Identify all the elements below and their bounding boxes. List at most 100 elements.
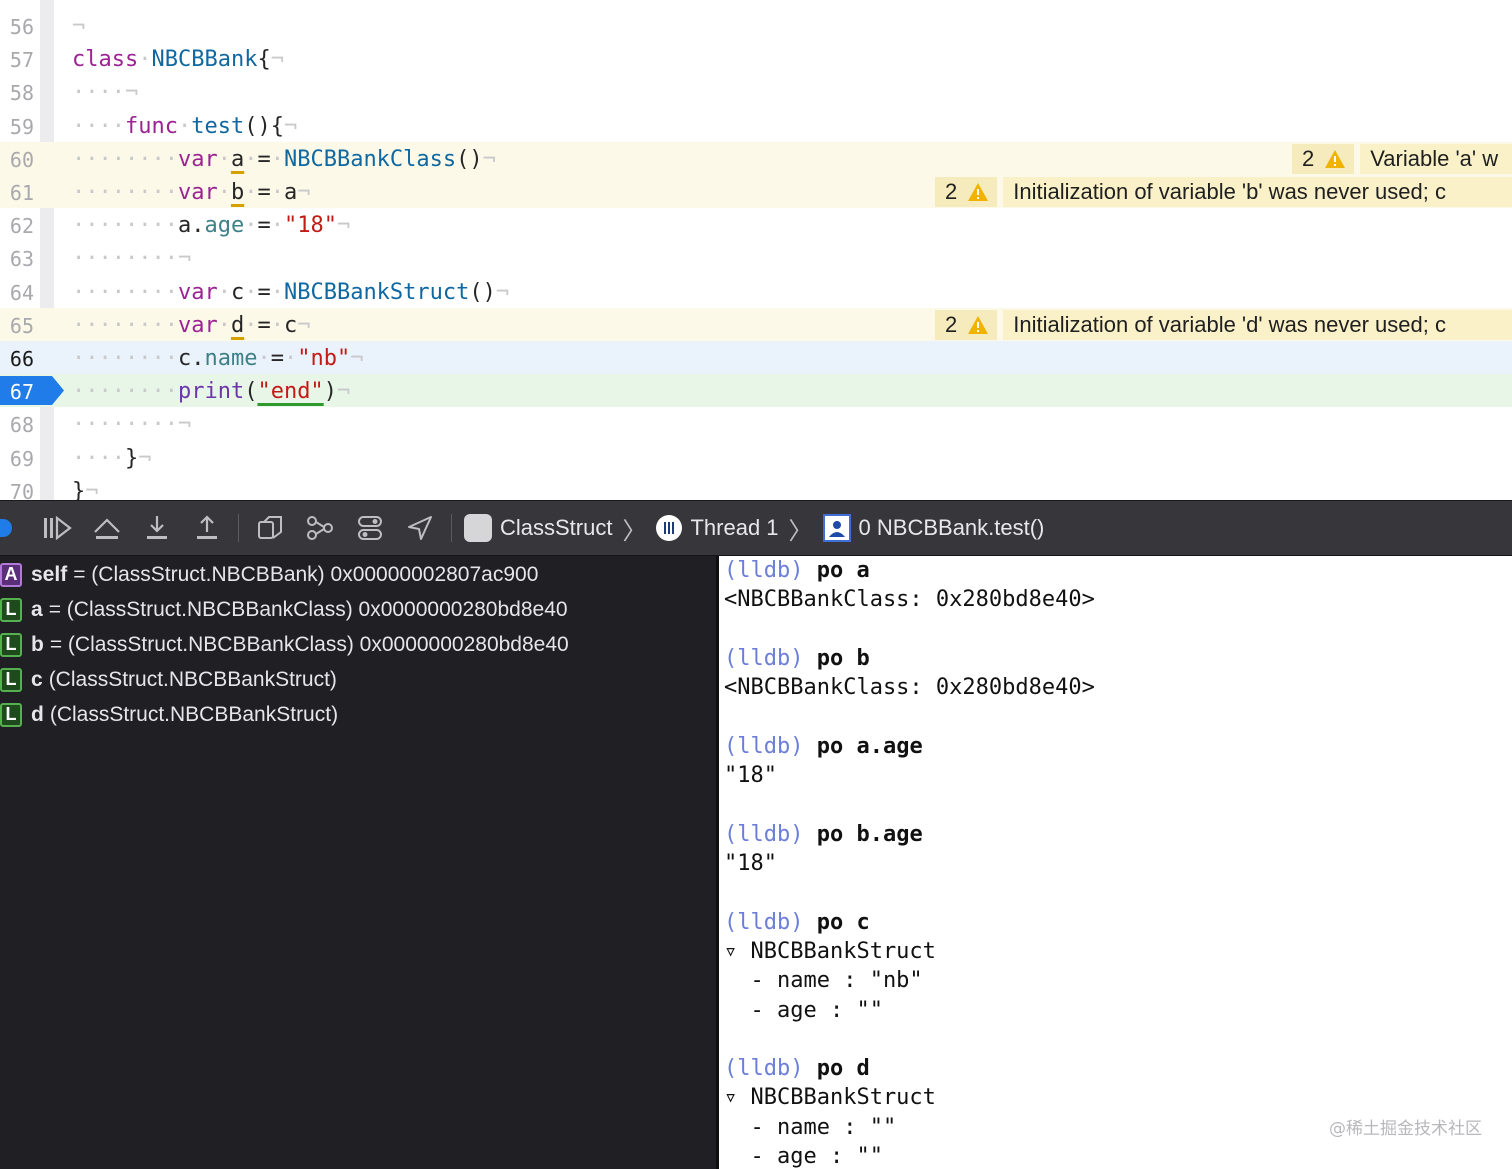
console-output-line: ▿ NBCBBankStruct	[724, 938, 936, 964]
environment-overrides-button[interactable]	[345, 508, 395, 548]
warning-triangle-icon	[968, 315, 989, 334]
warning-triangle-icon	[968, 183, 989, 201]
app-target-icon	[464, 514, 492, 542]
watermark: @稀土掘金技术社区	[1329, 1119, 1482, 1139]
console-command-line: (lldb) po b.age	[724, 822, 923, 851]
code-text[interactable]: }¬	[72, 478, 99, 500]
variable-name: a	[31, 597, 43, 621]
code-line[interactable]: 65 ········var·d·=·c¬ 2 Initialization of v…	[0, 307, 1512, 341]
code-text[interactable]: ········var·b·=·a¬	[72, 180, 311, 205]
variable-name: self	[31, 562, 68, 586]
line-number: 65	[9, 313, 34, 338]
memory-graph-button[interactable]	[295, 508, 345, 548]
lldb-console[interactable]: (lldb) po a<NBCBBankClass: 0x280bd8e40>(…	[719, 556, 1512, 1169]
code-line[interactable]: 62 ········a.age·=·"18"¬	[0, 208, 1512, 241]
instruction-pointer[interactable]: 67	[0, 376, 64, 406]
code-line[interactable]: 70 }¬	[0, 474, 1512, 500]
variable-name: d	[31, 702, 44, 726]
breadcrumb-thread[interactable]: Thread 1	[690, 515, 779, 540]
panel-splitter[interactable]	[716, 556, 719, 1169]
warning-count: 2	[945, 179, 958, 204]
code-line[interactable]: 66 ········c.name·=·"nb"¬	[0, 341, 1512, 374]
code-text[interactable]: ········print("end")¬	[72, 379, 351, 405]
warning-count-badge[interactable]: 2	[935, 309, 998, 340]
code-text[interactable]: ····}¬	[72, 445, 152, 471]
line-number: 70	[9, 479, 34, 500]
console-output-line: "18"	[724, 763, 777, 789]
lldb-command: po c	[816, 909, 870, 935]
console-output-line: <NBCBBankClass: 0x280bd8e40>	[724, 587, 1095, 613]
code-line[interactable]: 64········var·c·=·NBCBBankStruct()¬	[0, 275, 1512, 308]
code-text[interactable]: ····func·test(){¬	[72, 113, 298, 139]
code-text[interactable]: class·NBCBBank{¬	[72, 47, 284, 73]
lldb-command: po d	[816, 1056, 870, 1082]
code-line[interactable]: 63········¬	[0, 241, 1512, 274]
step-out-button[interactable]	[182, 508, 232, 548]
breakpoints-toggle-icon[interactable]	[0, 519, 12, 537]
thread-icon	[656, 515, 683, 541]
location-icon	[408, 516, 432, 540]
code-text[interactable]: ········var·d·=·c¬	[72, 312, 311, 338]
variable-name: b	[31, 632, 44, 656]
variable-name: c	[31, 667, 43, 691]
memory-graph-icon	[307, 516, 333, 540]
line-number: 58	[9, 81, 34, 106]
lldb-prompt: (lldb)	[724, 645, 804, 671]
code-text[interactable]: ········var·c·=·NBCBBankStruct()¬	[72, 279, 510, 305]
warning-message: Initialization of variable 'd' was never…	[1003, 309, 1512, 340]
code-line[interactable]: 67 ········print("end")¬	[0, 374, 1512, 408]
line-number: 66	[9, 347, 34, 371]
step-over-button[interactable]	[82, 508, 132, 548]
code-text[interactable]: ········a.age·=·"18"¬	[72, 213, 351, 239]
simulate-location-button[interactable]	[395, 508, 445, 548]
console-output-line: - name : "nb"	[724, 968, 923, 994]
code-line[interactable]: 56¬	[0, 9, 1512, 42]
code-text[interactable]: ········var·a·=·NBCBBankClass()¬	[72, 146, 496, 172]
warning-count-badge[interactable]: 2	[1292, 143, 1355, 174]
line-number: 62	[9, 214, 34, 239]
lldb-command: po a.age	[816, 733, 923, 759]
debug-toolbar: ClassStruct 〉 Thread 1 〉 0 NBCBBank.test…	[0, 500, 1512, 556]
inline-warning[interactable]: 2 Initialization of variable 'd' was neve…	[935, 309, 1512, 340]
console-command-line: (lldb) po a.age	[724, 734, 923, 763]
warning-count: 2	[945, 311, 958, 337]
debug-view-hierarchy-button[interactable]	[245, 508, 295, 548]
line-number: 69	[9, 446, 34, 471]
line-number: 61	[9, 181, 34, 205]
code-line[interactable]: 69 ····}¬	[0, 441, 1512, 474]
code-text[interactable]: ········¬	[72, 246, 192, 272]
code-text[interactable]: ¬	[72, 14, 86, 39]
environment-overrides-icon	[358, 516, 382, 540]
line-number: 67	[9, 380, 34, 405]
warning-message: Variable 'a' w	[1360, 143, 1512, 174]
breadcrumb-target[interactable]: ClassStruct	[500, 515, 613, 540]
code-text[interactable]: ····¬	[72, 80, 139, 106]
code-text[interactable]: ········c.name·=·"nb"¬	[72, 346, 364, 371]
variable-value: (ClassStruct.NBCBBankStruct)	[48, 667, 337, 691]
variable-value: = (ClassStruct.NBCBBankClass) 0x00000002…	[49, 632, 569, 656]
line-number: 60	[9, 147, 34, 172]
step-into-button[interactable]	[132, 508, 182, 548]
console-output-line: <NBCBBankClass: 0x280bd8e40>	[724, 675, 1095, 701]
breadcrumb-frame[interactable]: 0 NBCBBank.test()	[858, 515, 1045, 540]
code-line[interactable]: 58 ····¬	[0, 75, 1512, 108]
toolbar-separator	[451, 514, 452, 542]
code-line[interactable]: 68········¬	[0, 407, 1512, 440]
continue-button[interactable]	[32, 508, 82, 548]
console-output-line: - name : ""	[724, 1114, 897, 1140]
code-line[interactable]: 59····func·test(){¬	[0, 109, 1512, 142]
code-text[interactable]: ········¬	[72, 412, 192, 438]
warning-count-badge[interactable]: 2	[935, 177, 998, 207]
